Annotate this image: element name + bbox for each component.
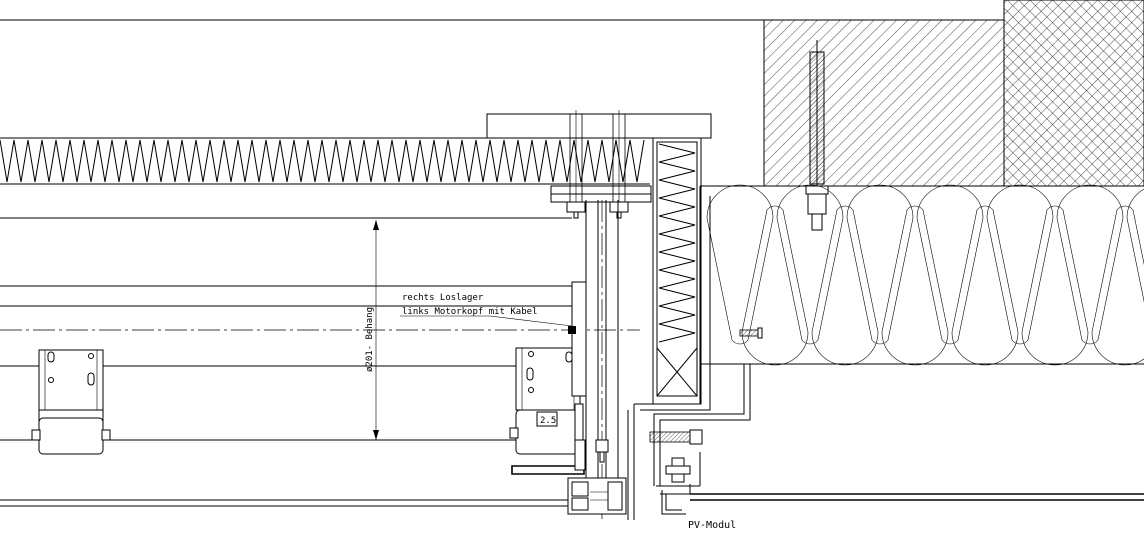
anchor-bolt xyxy=(805,40,829,231)
cable-routing xyxy=(634,186,751,486)
right-bracket: 2.5 xyxy=(509,347,586,475)
pv-module-profile xyxy=(656,452,1144,515)
insulation-cell xyxy=(811,205,879,366)
insulation-cell xyxy=(1021,205,1089,366)
dim-small-label: 2.5 xyxy=(540,416,556,426)
dimension-diameter: ø201- Behang xyxy=(365,220,379,440)
soft-insulation xyxy=(699,184,1144,404)
motorkopf-label: links Motorkopf mit Kabel xyxy=(402,307,537,317)
ceiling-slab xyxy=(0,0,1005,21)
pv-modul-label: PV-Modul xyxy=(688,520,736,531)
small-screws xyxy=(649,327,763,483)
insulation-cell xyxy=(951,205,1019,366)
insulation-strip xyxy=(0,137,650,185)
left-bracket xyxy=(31,349,111,455)
insulation-column xyxy=(652,137,702,405)
insulation-cell xyxy=(1091,205,1144,366)
insulation-cell xyxy=(846,184,914,345)
insulation-cell xyxy=(881,205,949,366)
insulation-cell xyxy=(706,184,774,345)
insulation-cell xyxy=(986,184,1054,345)
diameter-label: ø201- Behang xyxy=(365,307,375,372)
leader-annotation: rechts Loslager links Motorkopf mit Kabe… xyxy=(400,293,573,327)
insulation-cell xyxy=(1056,184,1124,345)
loslager-label: rechts Loslager xyxy=(402,293,484,303)
insulation-cell xyxy=(776,184,844,345)
guide-rail xyxy=(585,200,635,520)
plate-screws xyxy=(566,110,629,219)
insulation-cell xyxy=(916,184,984,345)
insulation-cell xyxy=(1126,188,1144,303)
bottom-rail xyxy=(567,477,627,515)
concrete-wall-hatched xyxy=(763,0,1144,187)
insulation-cell xyxy=(741,205,809,366)
